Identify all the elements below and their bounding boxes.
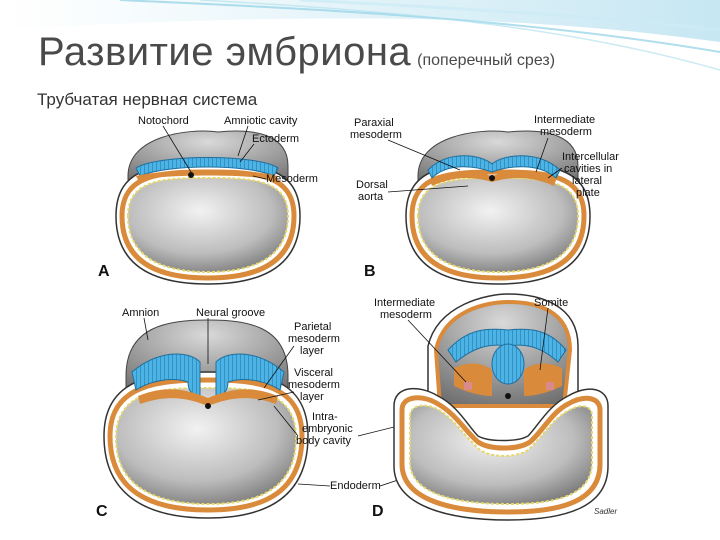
- panel-label-c: C: [96, 503, 108, 520]
- label-intermediate-b-1: Intermediate: [534, 114, 595, 126]
- embryo-diagram: A Notochord Amniotic cavity Ectoderm Mes…: [96, 114, 619, 521]
- slide-subtitle: Трубчатая нервная система: [37, 90, 258, 109]
- label-intermediate-d-2: mesoderm: [380, 309, 432, 321]
- label-dorsal-1: Dorsal: [356, 179, 388, 191]
- label-parietal-3: layer: [300, 345, 324, 357]
- label-intra-1: Intra-: [312, 411, 338, 423]
- label-visceral-2: mesoderm: [288, 379, 340, 391]
- slide-title: Развитие эмбриона (поперечный срез): [38, 30, 555, 75]
- panel-label-d: D: [372, 503, 384, 520]
- label-paraxial-1: Paraxial: [354, 117, 394, 129]
- label-intercellular-3: lateral: [572, 175, 602, 187]
- label-dorsal-2: aorta: [358, 191, 384, 203]
- label-somite: Somite: [534, 297, 568, 309]
- label-intercellular-1: Intercellular: [562, 151, 619, 163]
- embryo-cross-section-figure: A Notochord Amniotic cavity Ectoderm Mes…: [88, 106, 630, 535]
- label-visceral-3: layer: [300, 391, 324, 403]
- label-intercellular-4: plate: [576, 187, 600, 199]
- label-paraxial-2: mesoderm: [350, 129, 402, 141]
- panel-label-b: B: [364, 263, 376, 280]
- label-notochord: Notochord: [138, 115, 189, 127]
- label-intra-3: body cavity: [296, 435, 352, 447]
- label-intra-2: embryonic: [302, 423, 353, 435]
- label-intermediate-b-2: mesoderm: [540, 126, 592, 138]
- panel-d: [393, 293, 609, 521]
- label-neural-groove: Neural groove: [196, 307, 265, 319]
- signature: Sadler: [594, 507, 617, 516]
- label-intercellular-2: cavities in: [564, 163, 612, 175]
- panel-b: [405, 130, 591, 285]
- panel-a: [115, 130, 301, 285]
- label-mesoderm: Mesoderm: [266, 173, 318, 185]
- panel-label-a: A: [98, 263, 110, 280]
- label-endoderm: Endoderm: [330, 480, 381, 492]
- header-swoosh: [0, 0, 720, 71]
- title-main: Развитие эмбриона: [38, 30, 412, 74]
- label-amnion: Amnion: [122, 307, 159, 319]
- label-parietal-2: mesoderm: [288, 333, 340, 345]
- label-ectoderm: Ectoderm: [252, 133, 299, 145]
- label-intermediate-d-1: Intermediate: [374, 297, 435, 309]
- label-parietal-1: Parietal: [294, 321, 331, 333]
- panel-c: [103, 319, 309, 519]
- label-amniotic-cavity: Amniotic cavity: [224, 115, 298, 127]
- label-visceral-1: Visceral: [294, 367, 333, 379]
- title-note: (поперечный срез): [417, 52, 556, 69]
